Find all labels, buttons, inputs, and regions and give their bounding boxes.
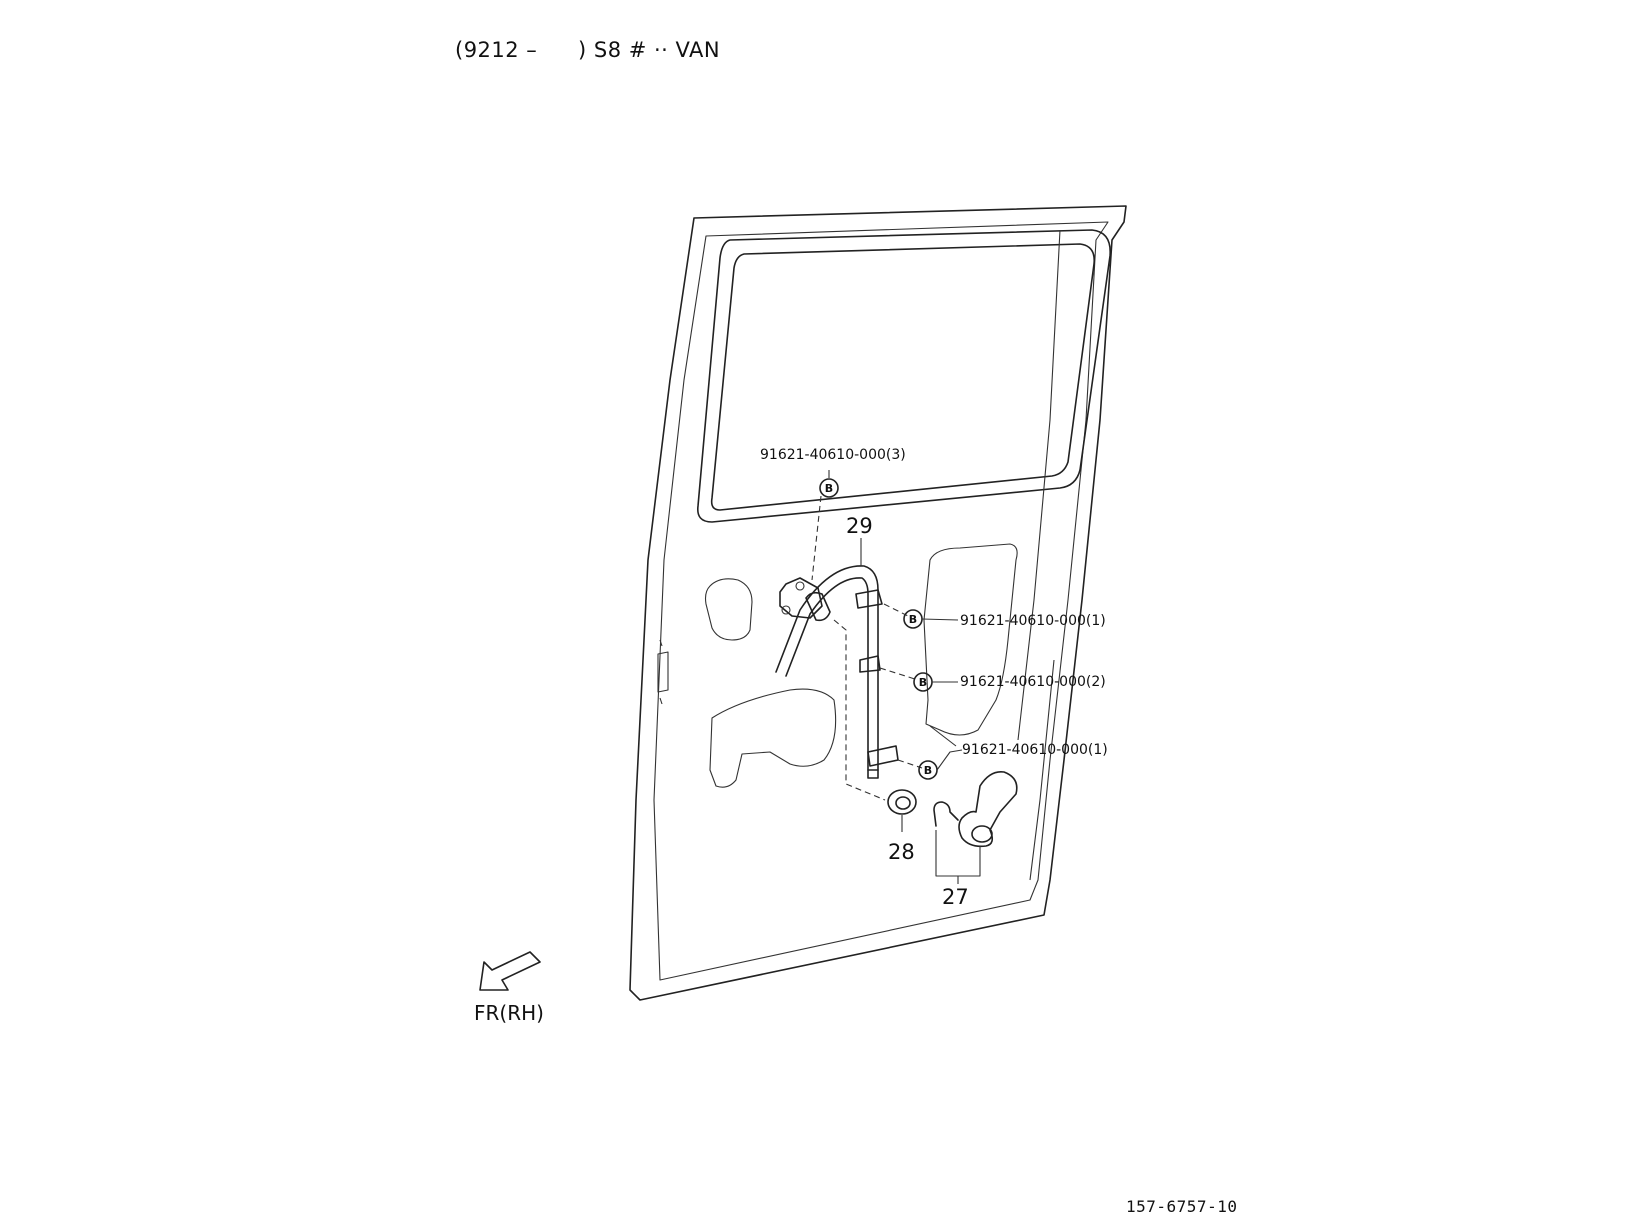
window-crank-handle bbox=[958, 770, 1018, 848]
latch-mark bbox=[659, 639, 663, 705]
svg-text:B: B bbox=[909, 613, 917, 626]
door-inner-flange bbox=[653, 221, 1109, 981]
bolt-symbol-lower: B bbox=[918, 760, 938, 780]
access-hole-left bbox=[704, 578, 753, 641]
panel-cutout-upper bbox=[923, 543, 1018, 736]
door-seam-line bbox=[1017, 229, 1061, 741]
header-model: ) S8 # ·· VAN bbox=[578, 38, 721, 62]
diagram-code: 157-6757-10 bbox=[1126, 1197, 1238, 1216]
leader-dashed bbox=[897, 759, 923, 769]
callout-bolt-top: 91621-40610-000(3) bbox=[760, 447, 906, 463]
svg-text:B: B bbox=[919, 676, 927, 689]
latch-slot bbox=[657, 651, 669, 693]
header-range: (9212 – bbox=[455, 38, 538, 62]
leader-dashed bbox=[811, 495, 822, 581]
part-number-28: 28 bbox=[888, 840, 915, 864]
part-number-29: 29 bbox=[846, 514, 873, 538]
svg-text:B: B bbox=[825, 482, 833, 495]
window-frame-outer bbox=[696, 229, 1111, 523]
leader-line bbox=[936, 749, 963, 771]
bolt-symbol-middle: B bbox=[913, 672, 933, 692]
door-seam-line bbox=[1029, 659, 1055, 881]
panel-cutout-lower bbox=[709, 688, 837, 788]
bolt-symbol-upper: B bbox=[903, 609, 923, 629]
leader-line bbox=[921, 618, 959, 621]
window-regulator bbox=[775, 565, 899, 779]
door-outer-panel bbox=[629, 205, 1127, 1001]
direction-label: FR(RH) bbox=[474, 1001, 544, 1025]
leader-line bbox=[929, 725, 957, 747]
leader-dashed bbox=[833, 619, 886, 801]
callout-bolt-lower: 91621-40610-000(1) bbox=[962, 742, 1108, 758]
bolt-symbol-top: B bbox=[819, 478, 839, 498]
window-glass bbox=[710, 243, 1096, 511]
part-number-27: 27 bbox=[942, 885, 969, 909]
callout-bolt-middle: 91621-40610-000(2) bbox=[960, 674, 1106, 690]
crank-handle-clip bbox=[933, 801, 959, 827]
leader-dashed bbox=[883, 603, 909, 617]
front-direction-arrow-icon bbox=[479, 951, 541, 991]
svg-text:B: B bbox=[924, 764, 932, 777]
callout-bolt-upper: 91621-40610-000(1) bbox=[960, 613, 1106, 629]
leader-dashed bbox=[879, 667, 919, 681]
regulator-grommet bbox=[887, 789, 917, 815]
